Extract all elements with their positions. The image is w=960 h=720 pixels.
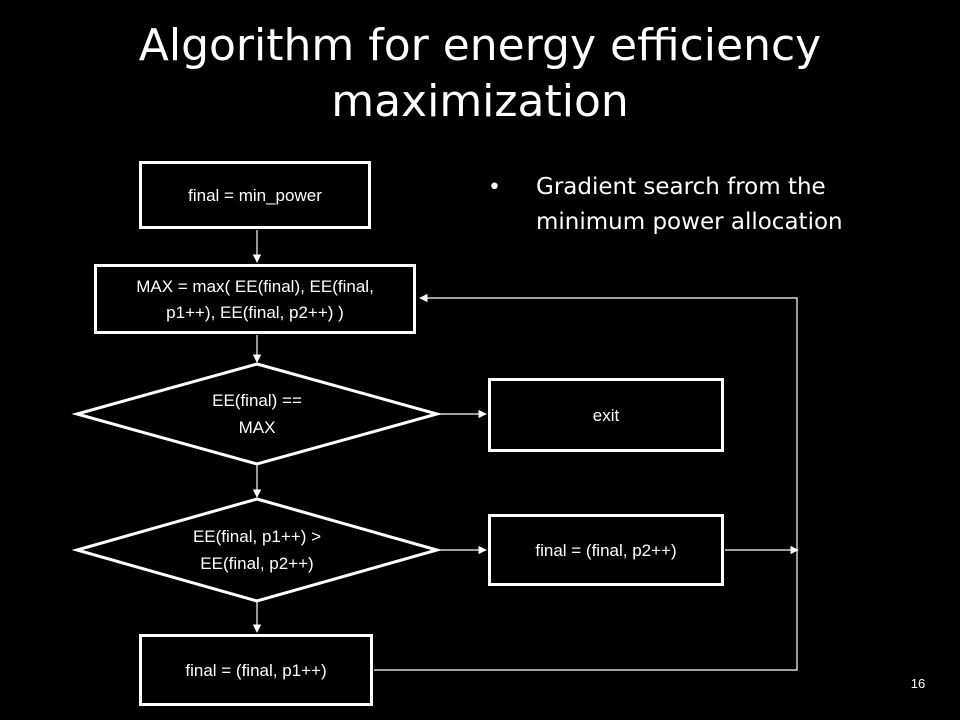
node-start-box	[142, 164, 368, 226]
node-start-label: final = min_power	[188, 186, 322, 205]
node-check-max-label-line-1: EE(final) ==	[212, 391, 302, 410]
page-number: 16	[910, 676, 926, 691]
bullet-icon: •	[488, 175, 501, 200]
node-check-max: EE(final) == MAX	[71, 362, 443, 466]
node-update-p1-box	[142, 637, 370, 703]
edge-loop-back-to-compute	[374, 293, 798, 671]
node-update-p2: final = (final, p2++)	[488, 514, 724, 586]
node-compare-diamond	[71, 497, 443, 603]
slide-title-line-2: maximization	[331, 76, 629, 127]
node-start: final = min_power	[139, 161, 371, 229]
node-exit-box	[491, 381, 721, 449]
node-update-p2-label: final = (final, p2++)	[535, 541, 676, 560]
node-exit: exit	[488, 378, 724, 452]
slide-title: Algorithm for energy efficiency maximiza…	[0, 18, 960, 130]
slide-title-line-1: Algorithm for energy efficiency	[138, 20, 822, 71]
node-check-max-diamond	[71, 362, 443, 466]
node-compute-max-box	[97, 267, 413, 331]
node-compare-label-line-1: EE(final, p1++) >	[193, 527, 321, 546]
node-update-p1: final = (final, p1++)	[139, 634, 373, 706]
node-update-p1-label: final = (final, p1++)	[185, 661, 326, 680]
node-compute-max-label-line-2: p1++), EE(final, p2++) )	[166, 303, 344, 322]
node-compare-label-line-2: EE(final, p2++)	[200, 554, 313, 573]
bullet-text: Gradient search from the minimum power a…	[536, 174, 843, 235]
node-compute-max: MAX = max( EE(final), EE(final, p1++), E…	[94, 264, 416, 334]
node-compare: EE(final, p1++) > EE(final, p2++)	[71, 497, 443, 603]
node-check-max-label-line-2: MAX	[239, 418, 276, 437]
node-update-p2-box	[491, 517, 721, 583]
node-compute-max-label-line-1: MAX = max( EE(final), EE(final,	[136, 277, 374, 296]
node-exit-label: exit	[593, 406, 620, 425]
